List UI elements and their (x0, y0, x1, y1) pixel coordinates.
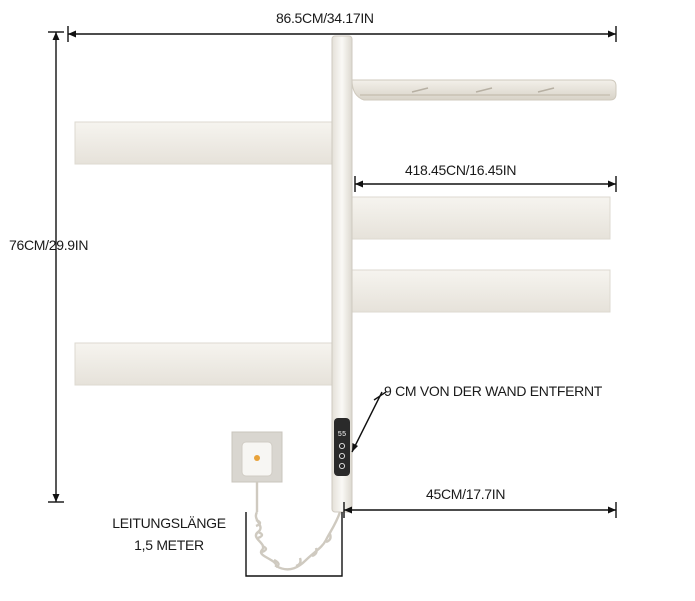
coiled-cable (254, 482, 342, 571)
dimension-wall-distance (351, 391, 387, 453)
label-total-width: 86.5CM/34.17IN (276, 10, 374, 26)
cable-length-bracket (245, 512, 343, 577)
label-shelf-width: 418.45CN/16.45IN (405, 162, 517, 178)
label-cable-length: LEITUNGSLÄNGE 1,5 METER (96, 515, 242, 553)
controller-power-button[interactable] (338, 442, 346, 450)
label-cable-length-line2: 1,5 METER (134, 537, 204, 553)
towel-bar-right-lower (351, 269, 611, 313)
top-shelf (351, 79, 617, 101)
plug-indicator-icon (254, 455, 260, 461)
controller-panel: 55 (334, 418, 350, 476)
controller-mode-button[interactable] (338, 452, 346, 460)
dimension-shelf-width (354, 176, 617, 192)
towel-bar-right-upper (351, 196, 611, 240)
label-wall-distance: 9 CM VON DER WAND ENTFERNT (384, 383, 603, 399)
label-cable-length-line1: LEITUNGSLÄNGE (112, 515, 226, 531)
controller-timer-button[interactable] (338, 462, 346, 470)
dimension-total-width (67, 26, 617, 42)
wall-plug (231, 431, 283, 483)
dimension-bar-length (343, 502, 617, 518)
towel-bar-left-top (74, 121, 334, 165)
label-bar-length: 45CM/17.7IN (426, 486, 506, 502)
towel-bar-left-bottom (74, 342, 334, 386)
dimension-total-height (48, 31, 64, 503)
controller-display: 55 (338, 431, 346, 439)
label-total-height: 76CM/29.9IN (9, 237, 89, 253)
